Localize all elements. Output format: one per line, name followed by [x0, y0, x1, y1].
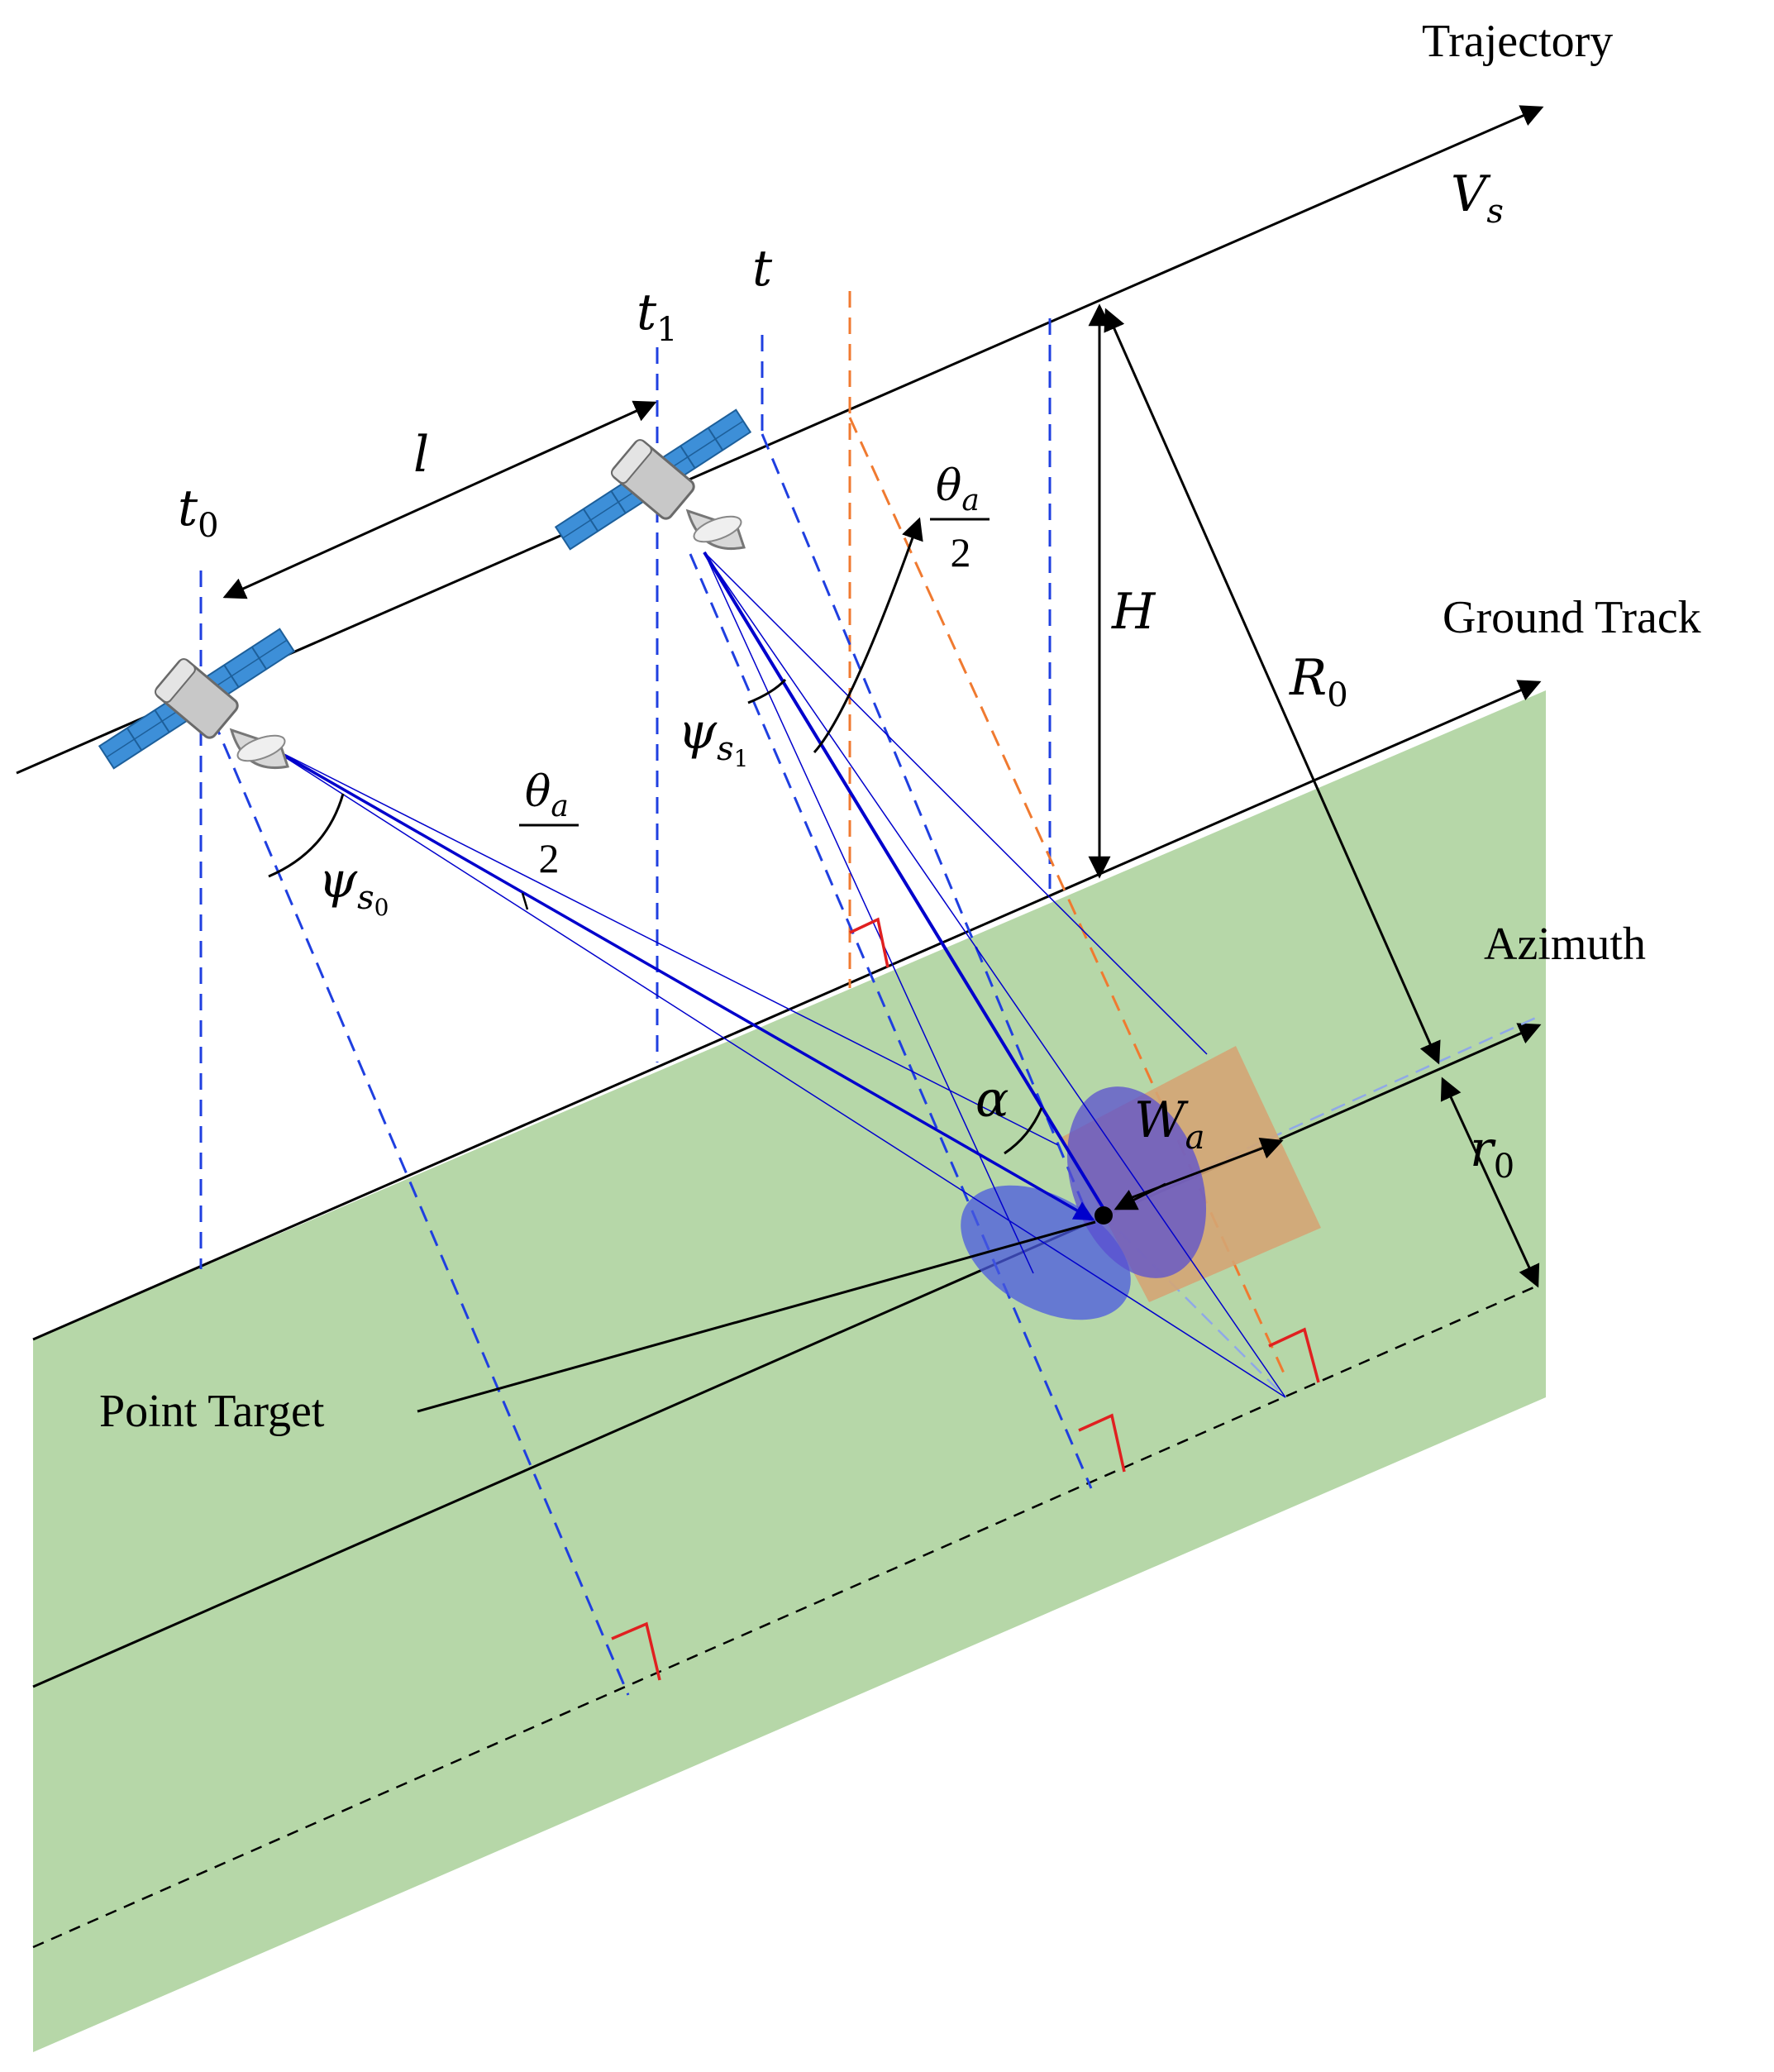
- Wa-symbol: Wa: [1134, 1091, 1205, 1157]
- right-angle-markers: [611, 917, 1320, 1681]
- psi-s1-symbol: ψs1: [678, 703, 748, 772]
- theta-half-label-t1: θa 2: [930, 461, 990, 575]
- alpha-symbol: α: [975, 1071, 1009, 1129]
- slant-guides: [212, 433, 1093, 1696]
- R0-symbol: R0: [1289, 649, 1348, 714]
- t0-symbol: t0: [178, 480, 219, 545]
- azimuth-line: [32, 1023, 1542, 1688]
- ground-track-label: Ground Track: [1443, 592, 1701, 643]
- r0-dimension-arrow: [1440, 1077, 1540, 1288]
- svg-text:2: 2: [539, 835, 560, 881]
- l-dimension-arrow: [222, 400, 657, 599]
- l-symbol: l: [413, 426, 429, 484]
- point-target-leader: [417, 1220, 1096, 1413]
- theta-tick: [521, 892, 529, 910]
- t1-symbol: t1: [637, 284, 678, 349]
- beam-lines-t0: [264, 742, 1286, 1398]
- R0-dimension-arrow: [1104, 308, 1441, 1065]
- H-symbol: H: [1111, 583, 1156, 641]
- velocity-symbol: Vs: [1451, 165, 1504, 231]
- satellite-icon: [554, 408, 752, 551]
- psi-s0-symbol: ψs0: [318, 852, 389, 921]
- point-target-label: Point Target: [99, 1386, 325, 1437]
- point-target: [1094, 1206, 1113, 1225]
- satellite-icon: [98, 628, 296, 770]
- trajectory-label: Trajectory: [1422, 16, 1613, 67]
- svg-text:2: 2: [951, 529, 971, 575]
- alpha-arc: [1004, 1107, 1043, 1155]
- theta-pointer-t1: [813, 517, 923, 754]
- Wa-arrow-back: [1114, 1182, 1166, 1210]
- psi-s0-arc: [268, 793, 345, 878]
- r0-symbol: r0: [1470, 1120, 1514, 1186]
- svg-text:θa: θa: [525, 767, 569, 824]
- nadir-dashed-line: [32, 1284, 1538, 1949]
- svg-text:θa: θa: [936, 461, 980, 518]
- psi-s1-arc: [747, 678, 787, 704]
- azimuth-label: Azimuth: [1484, 919, 1646, 970]
- theta-half-label-t0: θa 2: [519, 767, 579, 881]
- t-symbol: t: [752, 240, 773, 298]
